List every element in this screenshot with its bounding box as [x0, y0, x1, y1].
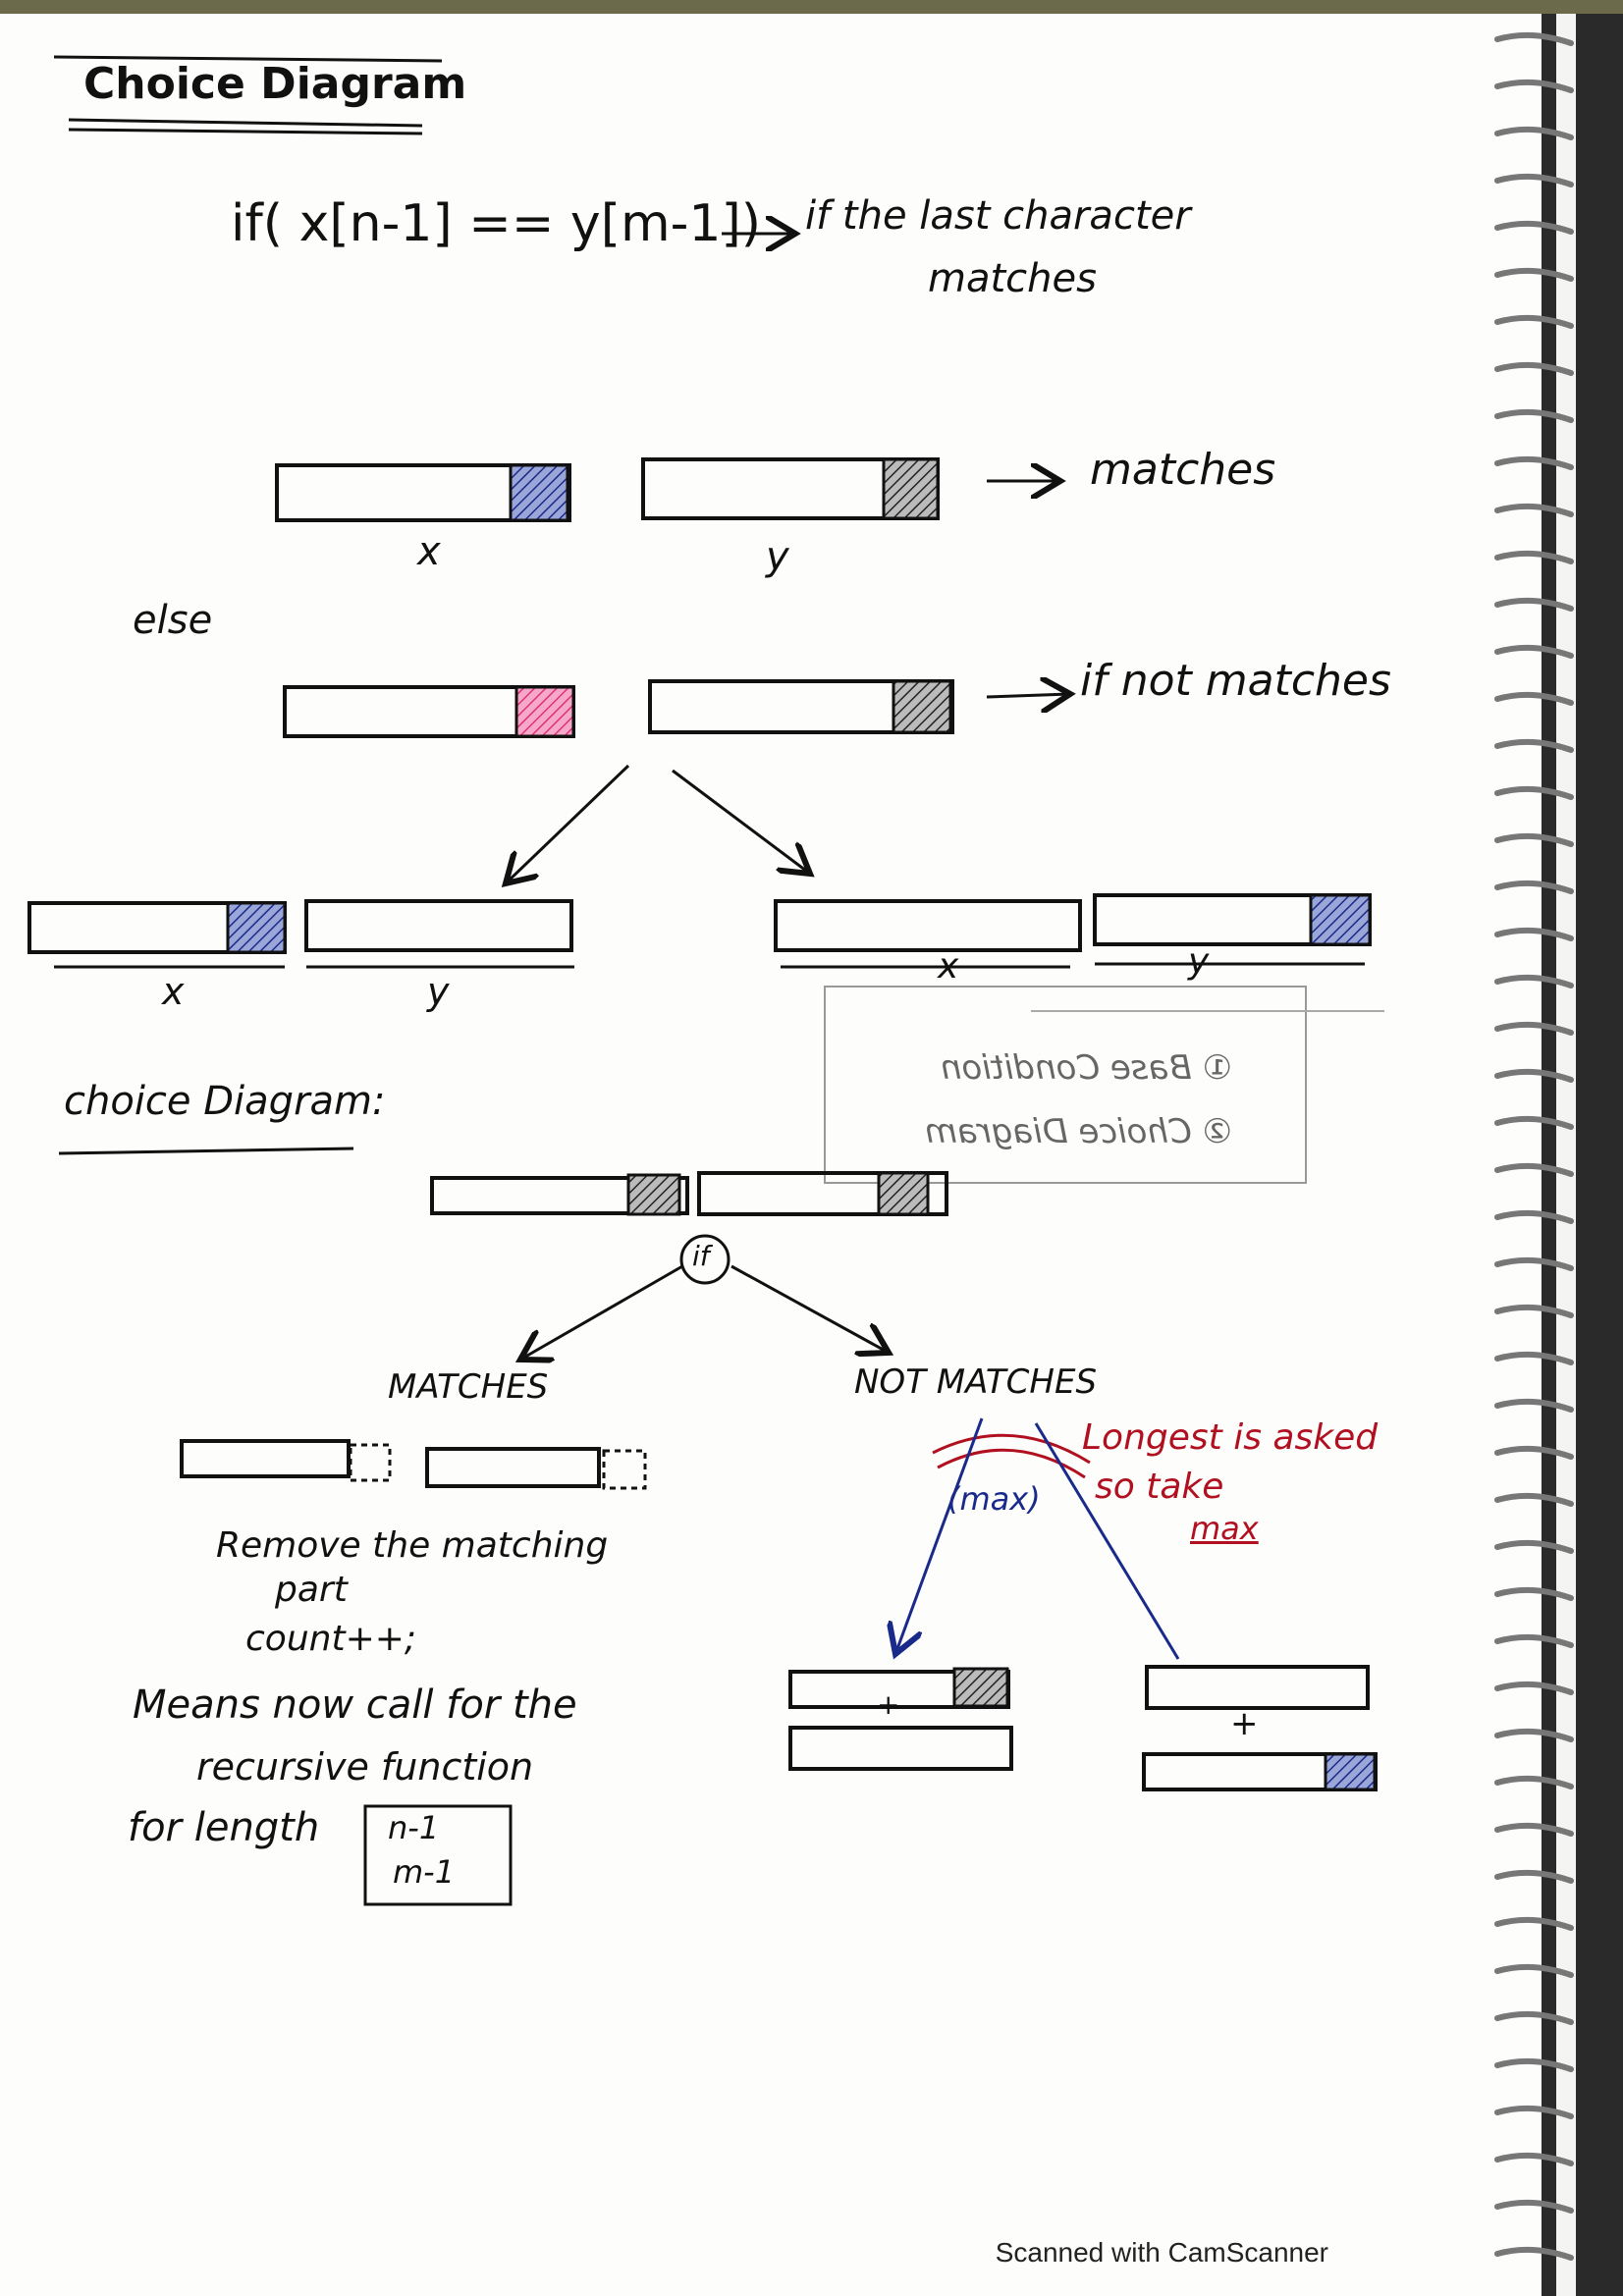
page-title: Choice Diagram	[83, 59, 467, 109]
branch-right-strings	[774, 893, 1372, 969]
page-top-edge	[0, 0, 1623, 14]
length-box-n: n-1	[388, 1809, 440, 1846]
spiral-coil	[1494, 1115, 1574, 1130]
spiral-coil	[1494, 1492, 1574, 1507]
matches-row-strings	[275, 457, 1060, 522]
matches-note: matches	[1090, 445, 1276, 495]
spiral-coil	[1494, 1068, 1574, 1083]
mirror-item-2: ② Choice Diagram	[924, 1112, 1232, 1151]
spiral-coil	[1494, 597, 1574, 612]
longest-note-1: Longest is asked	[1082, 1417, 1379, 1458]
spiral-binding	[1542, 14, 1623, 2296]
matches-branch-title: MATCHES	[388, 1367, 549, 1407]
branch-left-strings	[27, 899, 574, 969]
if-node-label: if	[692, 1240, 710, 1272]
spiral-coil	[1494, 691, 1574, 706]
spiral-coil	[1494, 1916, 1574, 1931]
spiral-coil	[1494, 1256, 1574, 1271]
spiral-coil	[1494, 1398, 1574, 1413]
spiral-coil	[1494, 1539, 1574, 1554]
condition-note-1: if the last character	[805, 193, 1191, 239]
plus-right: +	[1230, 1704, 1259, 1743]
spiral-coil	[1494, 1775, 1574, 1789]
spiral-coil	[1494, 1728, 1574, 1742]
spiral-coils	[1494, 31, 1574, 2261]
choice-diagram-label: choice Diagram:	[64, 1079, 386, 1124]
max-label: (max)	[947, 1480, 1041, 1518]
spiral-coil	[1494, 455, 1574, 470]
spiral-coil	[1494, 738, 1574, 753]
if-node-circle	[679, 1234, 730, 1285]
spiral-coil	[1494, 267, 1574, 282]
spiral-coil	[1494, 503, 1574, 517]
spiral-coil	[1494, 1021, 1574, 1036]
spiral-coil	[1494, 2010, 1574, 2025]
length-box	[363, 1804, 513, 1906]
matches-text-1: Remove the matching	[216, 1525, 609, 1566]
spiral-coil	[1494, 832, 1574, 847]
spiral-coil	[1494, 1633, 1574, 1648]
mirror-box-frame	[824, 986, 1307, 1184]
spiral-coil	[1494, 785, 1574, 800]
spiral-coil	[1494, 408, 1574, 423]
spiral-coil	[1494, 126, 1574, 140]
spiral-coil	[1494, 2152, 1574, 2166]
spiral-coil	[1494, 1586, 1574, 1601]
branch-left-y: y	[427, 970, 450, 1013]
spiral-coil	[1494, 1963, 1574, 1978]
spiral-coil	[1494, 927, 1574, 941]
spiral-coil	[1494, 1304, 1574, 1318]
length-box-m: m-1	[393, 1853, 456, 1891]
plus-left: +	[877, 1688, 900, 1721]
branch-right-y: y	[1188, 941, 1210, 982]
matches-text-4: Means now call for the	[133, 1682, 577, 1728]
longest-note-2: so take	[1095, 1467, 1224, 1507]
matches-label-y: y	[766, 534, 789, 579]
choice-strings	[430, 1171, 948, 1360]
matches-text-2: part	[275, 1570, 348, 1610]
spiral-coil	[1494, 2246, 1574, 2261]
heading-underlines	[53, 55, 443, 135]
spiral-coil	[1494, 1209, 1574, 1224]
not-matches-note: if not matches	[1080, 656, 1391, 706]
longest-note-3: max	[1190, 1510, 1259, 1547]
spiral-coil	[1494, 2105, 1574, 2119]
condition-note-2: matches	[928, 256, 1097, 301]
spiral-coil	[1494, 1351, 1574, 1365]
matches-text-3: count++;	[245, 1619, 417, 1659]
spiral-coil	[1494, 644, 1574, 659]
spiral-coil	[1494, 79, 1574, 93]
else-label: else	[133, 598, 213, 643]
spiral-coil	[1494, 1445, 1574, 1460]
mirror-item-1: ① Base Condition	[940, 1048, 1232, 1088]
scanner-footer: Scanned with CamScanner	[995, 2237, 1328, 2268]
not-matches-branch-title: NOT MATCHES	[854, 1362, 1098, 1402]
spiral-coil	[1494, 974, 1574, 988]
not-matches-branch-drawing	[788, 1417, 1378, 1791]
matches-text-6: for length	[128, 1805, 320, 1850]
spiral-coil	[1494, 314, 1574, 329]
spiral-coil	[1494, 1869, 1574, 1884]
spiral-coil	[1494, 1162, 1574, 1177]
spiral-coil	[1494, 2199, 1574, 2214]
spiral-coil	[1494, 361, 1574, 376]
matches-text-5: recursive function	[196, 1745, 534, 1789]
spiral-coil	[1494, 550, 1574, 564]
spiral-coil	[1494, 880, 1574, 894]
branch-right-x: x	[938, 946, 959, 987]
spiral-coil	[1494, 1822, 1574, 1837]
spiral-coil	[1494, 173, 1574, 187]
not-matches-row-strings	[283, 681, 1070, 883]
spiral-coil	[1494, 1681, 1574, 1695]
spiral-coil	[1494, 31, 1574, 46]
matches-branch-boxes	[180, 1439, 647, 1906]
matches-label-x: x	[417, 529, 441, 574]
spiral-coil	[1494, 220, 1574, 235]
spiral-coil	[1494, 2057, 1574, 2072]
condition-code: if( x[n-1] == y[m-1])	[231, 194, 762, 253]
branch-left-x: x	[162, 970, 185, 1013]
